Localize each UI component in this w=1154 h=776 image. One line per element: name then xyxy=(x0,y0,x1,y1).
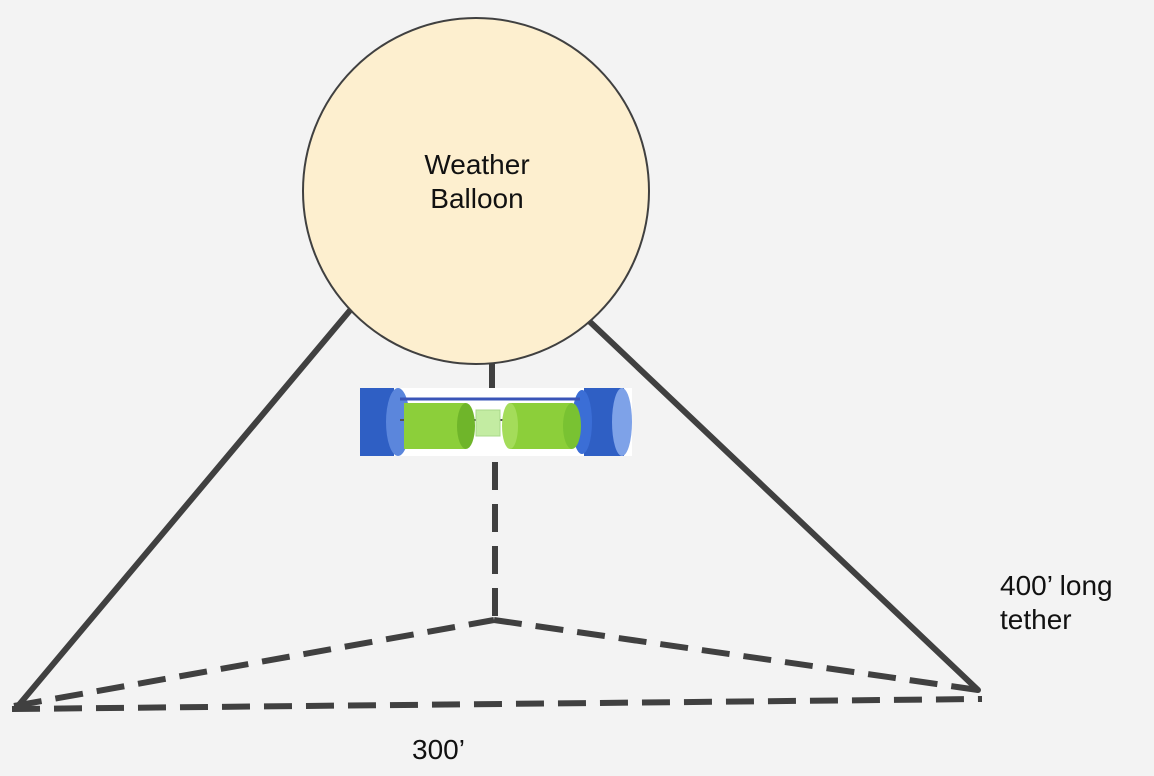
right-drum-start xyxy=(502,403,518,449)
left-drum xyxy=(404,403,466,449)
balloon-label-line1: Weather xyxy=(424,149,530,180)
ground-right-dashed-line xyxy=(493,617,979,693)
base-distance-label: 300’ xyxy=(412,734,465,765)
ground-left-dashed-line xyxy=(13,617,495,709)
balloon-label-line2: Balloon xyxy=(430,183,524,214)
base-dashed-line xyxy=(11,696,983,712)
tether-length-label: 400’ long tether xyxy=(1000,569,1113,637)
left-tether-line xyxy=(15,305,355,709)
right-tether-line xyxy=(585,317,981,693)
right-drum xyxy=(510,403,572,449)
balloon-label: Weather Balloon xyxy=(377,148,577,216)
weather-balloon-circle xyxy=(302,17,650,365)
right-cap-face xyxy=(612,388,632,456)
tether-label-line1: 400’ long xyxy=(1000,570,1113,601)
tether-label-line2: tether xyxy=(1000,604,1072,635)
right-drum-end xyxy=(563,403,581,449)
payload-device xyxy=(360,388,632,456)
left-drum-end xyxy=(457,403,475,449)
center-cube xyxy=(475,409,501,437)
